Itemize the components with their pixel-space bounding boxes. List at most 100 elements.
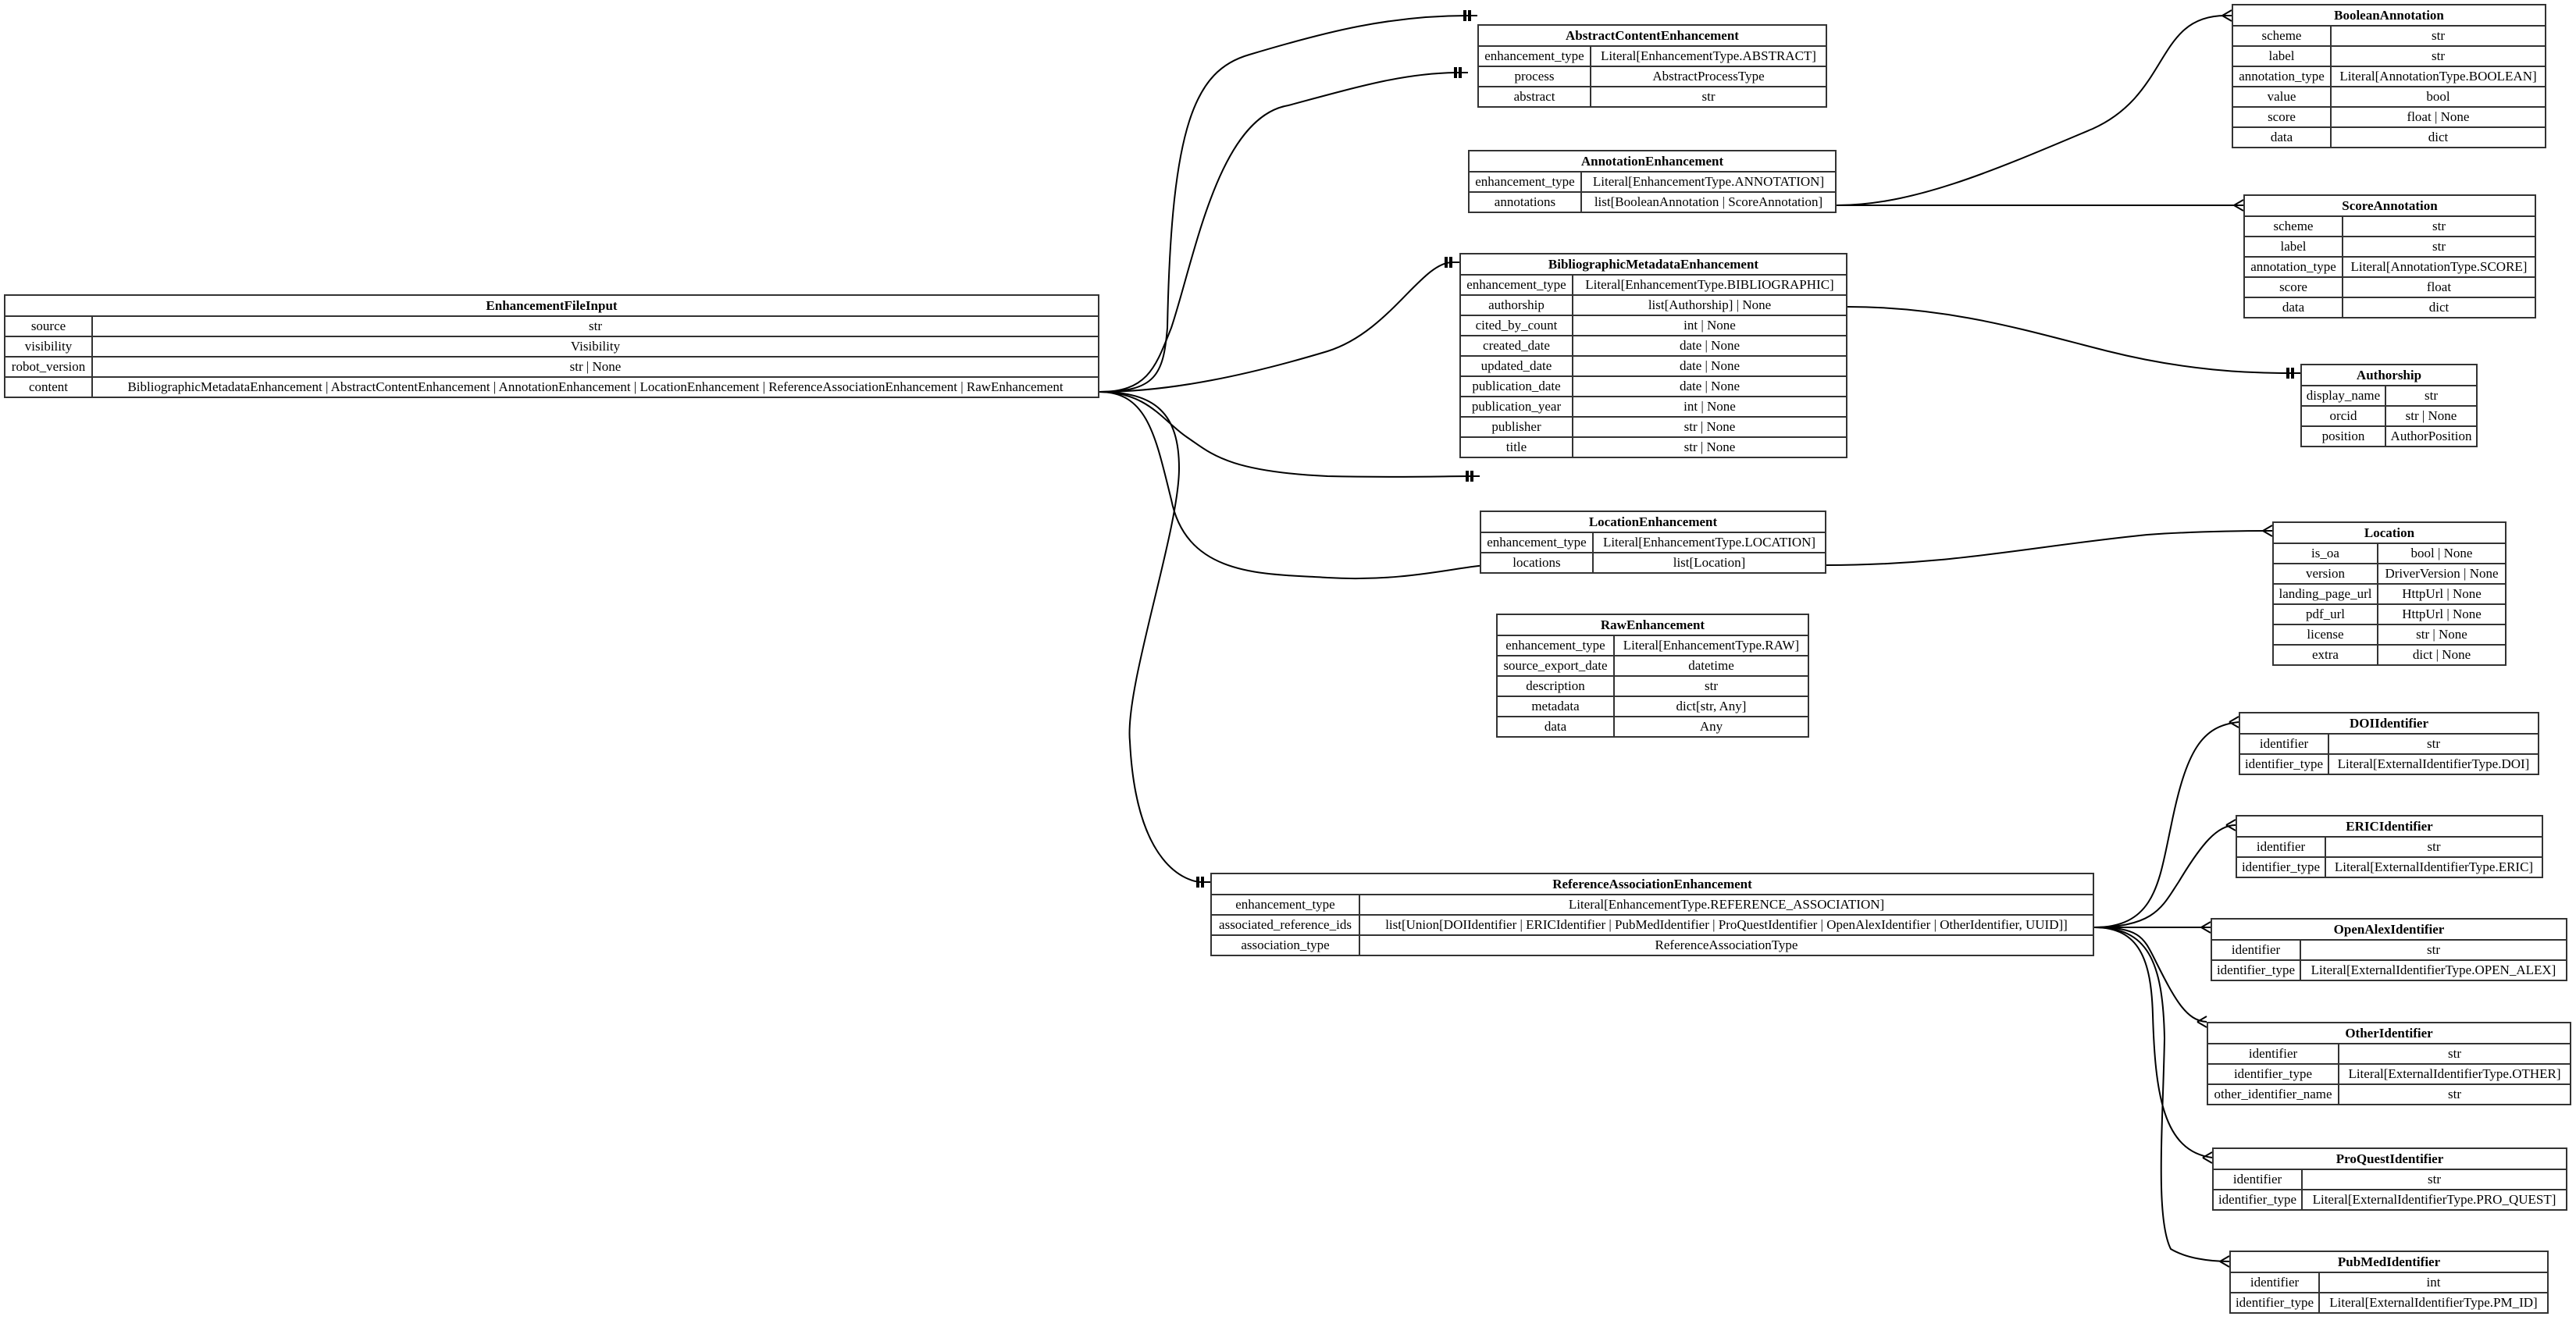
field-type: dict[str, Any]: [1613, 696, 1809, 717]
field-type: dict: [2330, 126, 2546, 148]
field-name: title: [1459, 436, 1573, 458]
field-name: identifier: [2212, 1169, 2303, 1190]
one-marker-reference-association: [1196, 877, 1204, 888]
field-type: int | None: [1572, 396, 1847, 418]
field-type: str | None: [91, 356, 1099, 378]
field-type: Literal[EnhancementType.LOCATION]: [1592, 532, 1826, 553]
field-name: position: [2300, 425, 2386, 447]
field-type: Any: [1613, 716, 1809, 738]
field-name: data: [1496, 716, 1615, 738]
edge-content-to-annotation: [1099, 72, 1468, 393]
field-type: str: [2300, 939, 2567, 961]
field-type: Literal[ExternalIdentifierType.ERIC]: [2325, 856, 2543, 878]
field-type: bool: [2330, 86, 2546, 108]
field-type: dict | None: [2377, 644, 2507, 666]
field-type: Literal[ExternalIdentifierType.DOI]: [2328, 753, 2539, 775]
field-name: authorship: [1459, 294, 1573, 316]
entity-title: AbstractContentEnhancement: [1477, 24, 1827, 47]
field-name: identifier: [2211, 939, 2301, 961]
field-name: pdf_url: [2272, 603, 2378, 625]
field-name: robot_version: [4, 356, 93, 378]
field-name: visibility: [4, 336, 93, 358]
entity-title: ERICIdentifier: [2236, 815, 2543, 838]
field-name: locations: [1480, 552, 1594, 574]
field-type: str: [2342, 236, 2536, 258]
field-type: int | None: [1572, 315, 1847, 336]
field-name: scheme: [2232, 25, 2332, 47]
edge-content-to-reference-association: [1099, 391, 1210, 883]
field-type: Literal[EnhancementType.ABSTRACT]: [1590, 45, 1827, 67]
field-name: associated_reference_ids: [1210, 914, 1360, 936]
entity-title: RawEnhancement: [1496, 614, 1809, 636]
field-type: Literal[AnnotationType.SCORE]: [2342, 256, 2536, 278]
one-marker-bibliographic: [1445, 257, 1452, 268]
field-type: DriverVersion | None: [2377, 563, 2507, 585]
field-name: identifier: [2239, 733, 2329, 755]
field-type: dict: [2342, 297, 2536, 318]
entity-title: AnnotationEnhancement: [1468, 150, 1837, 173]
field-name: updated_date: [1459, 355, 1573, 377]
field-type: Literal[ExternalIdentifierType.PRO_QUEST…: [2301, 1189, 2567, 1211]
field-name: label: [2243, 236, 2343, 258]
many-marker-eric: [2225, 819, 2236, 831]
field-type: datetime: [1613, 655, 1809, 677]
entity-title: ScoreAnnotation: [2243, 194, 2536, 217]
field-type: list[Location]: [1592, 552, 1826, 574]
field-name: enhancement_type: [1477, 45, 1591, 67]
field-type: Literal[AnnotationType.BOOLEAN]: [2330, 66, 2546, 87]
field-type: Literal[EnhancementType.REFERENCE_ASSOCI…: [1359, 894, 2094, 916]
many-marker-openalex: [2200, 921, 2211, 934]
field-type: date | None: [1572, 335, 1847, 357]
field-type: Literal[ExternalIdentifierType.OPEN_ALEX…: [2300, 959, 2567, 981]
field-type: date | None: [1572, 375, 1847, 397]
many-marker-proquest: [2202, 1151, 2213, 1164]
field-name: source_export_date: [1496, 655, 1615, 677]
field-name: content: [4, 376, 93, 398]
entity-title: Authorship: [2300, 364, 2478, 386]
field-type: str | None: [2377, 624, 2507, 646]
field-name: identifier_type: [2229, 1292, 2320, 1314]
field-type: ReferenceAssociationType: [1359, 934, 2094, 956]
field-type: str: [2325, 836, 2543, 858]
field-name: cited_by_count: [1459, 315, 1573, 336]
field-name: annotations: [1468, 191, 1582, 213]
field-name: enhancement_type: [1459, 274, 1573, 296]
field-type: BibliographicMetadataEnhancement | Abstr…: [91, 376, 1099, 398]
field-name: process: [1477, 66, 1591, 87]
field-name: enhancement_type: [1496, 635, 1615, 656]
entity-title: EnhancementFileInput: [4, 294, 1099, 317]
field-type: HttpUrl | None: [2377, 603, 2507, 625]
field-type: AuthorPosition: [2385, 425, 2478, 447]
field-type: str: [1613, 675, 1809, 697]
entity-bibliographic-metadata-enhancement: BibliographicMetadataEnhancement enhance…: [1459, 253, 1847, 458]
field-name: metadata: [1496, 696, 1615, 717]
field-type: float: [2342, 276, 2536, 298]
field-name: identifier_type: [2236, 856, 2326, 878]
edge-content-to-bibliographic: [1099, 262, 1459, 393]
field-type: int: [2318, 1272, 2549, 1293]
field-type: list[BooleanAnnotation | ScoreAnnotation…: [1580, 191, 1837, 213]
edge-refids-to-doi: [2093, 721, 2239, 928]
field-name: annotation_type: [2232, 66, 2332, 87]
field-name: annotation_type: [2243, 256, 2343, 278]
field-type: str: [1590, 86, 1827, 108]
edge-refids-to-eric: [2093, 824, 2236, 928]
one-marker-authorship: [2286, 368, 2294, 379]
field-name: data: [2232, 126, 2332, 148]
many-marker-location: [2262, 525, 2273, 537]
field-type: str: [2301, 1169, 2567, 1190]
field-type: bool | None: [2377, 543, 2507, 564]
field-name: identifier_type: [2239, 753, 2329, 775]
one-marker-abstract: [1463, 10, 1471, 21]
field-name: enhancement_type: [1480, 532, 1594, 553]
field-name: enhancement_type: [1468, 171, 1582, 193]
many-marker-pubmed: [2219, 1255, 2230, 1268]
edge-annotations-to-boolean: [1836, 15, 2232, 206]
entity-title: LocationEnhancement: [1480, 511, 1826, 533]
